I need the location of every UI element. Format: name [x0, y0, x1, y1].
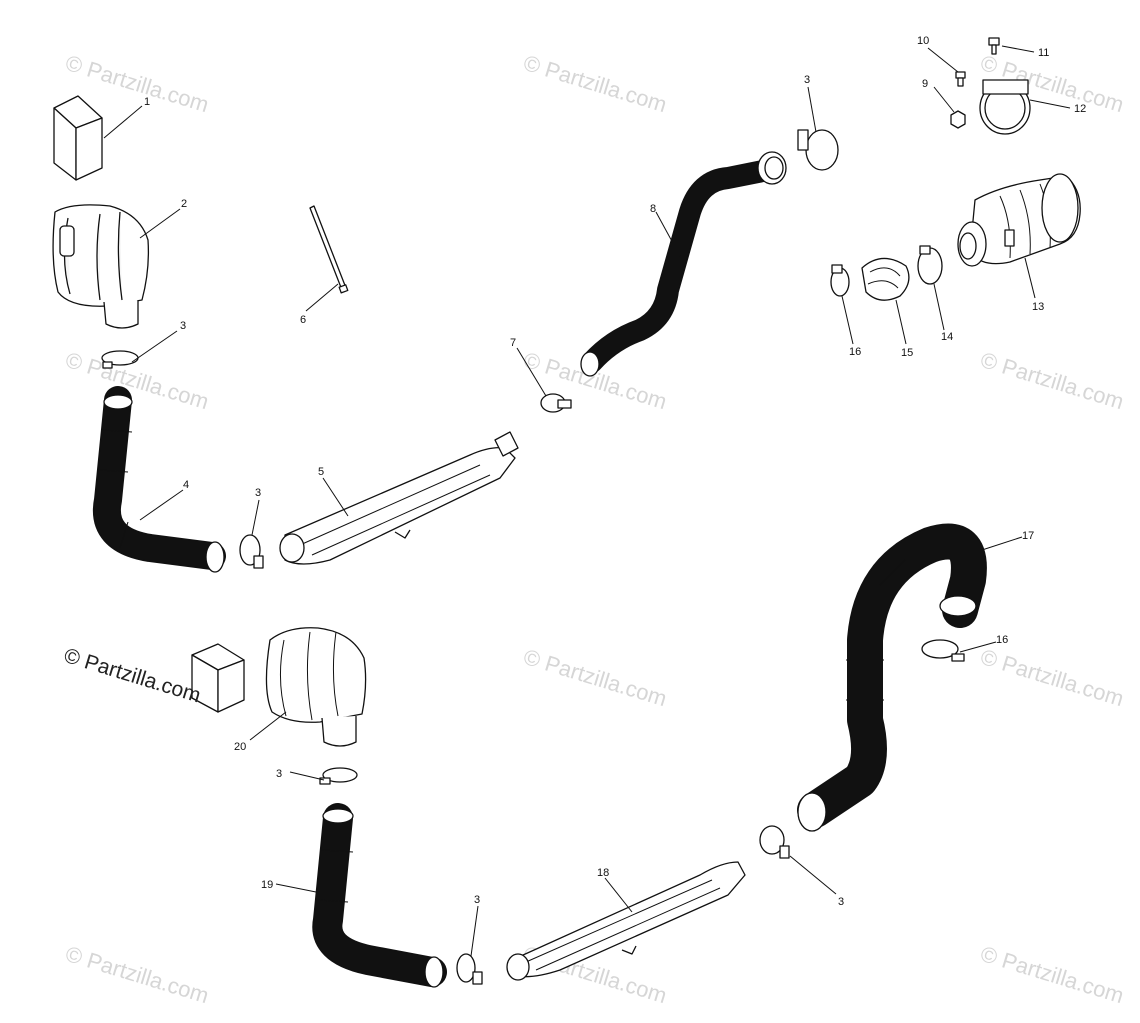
callout-1: 1 — [144, 96, 150, 108]
callout-3: 3 — [255, 487, 261, 499]
callout-15: 15 — [901, 347, 913, 359]
leader-lines — [103, 45, 1071, 957]
callout-3: 3 — [474, 894, 480, 906]
callout-16: 16 — [996, 634, 1008, 646]
callout-20: 20 — [234, 741, 246, 753]
callout-8: 8 — [650, 203, 656, 215]
part-11-bolt — [988, 37, 1000, 55]
callout-11: 11 — [1038, 47, 1049, 59]
callout-2: 2 — [181, 198, 187, 210]
part-6-tie-strap — [309, 205, 349, 294]
part-3-hose-clamp — [797, 129, 839, 171]
callout-16: 16 — [849, 346, 861, 358]
part-3-hose-clamp — [239, 534, 264, 569]
callout-3: 3 — [276, 768, 282, 780]
part-3-hose-clamp — [101, 350, 139, 369]
callout-17: 17 — [1022, 530, 1034, 542]
callout-3: 3 — [838, 896, 844, 908]
part-8-breather-hose — [580, 151, 787, 377]
part-13-air-filter — [957, 173, 1081, 267]
part-1-foam-block — [53, 95, 103, 181]
part-7-hose-clamp — [540, 393, 572, 413]
part-19-intake-hose — [312, 803, 447, 988]
callout-3: 3 — [180, 320, 186, 332]
part-12-mounting-bracket — [979, 79, 1031, 135]
part-3-hose-clamp — [456, 953, 483, 985]
callout-labels: 1 2 3 4 3 5 6 7 3 8 10 11 9 12 13 14 15 … — [144, 35, 1086, 908]
callout-14: 14 — [941, 331, 953, 343]
callout-6: 6 — [300, 314, 306, 326]
part-18-intake-duct — [506, 861, 746, 981]
callout-10: 10 — [917, 35, 929, 47]
part-20-intake-silencer — [265, 627, 367, 747]
part-1-foam-block-lower — [191, 643, 245, 713]
part-16-clamp — [921, 639, 965, 662]
part-3-hose-clamp — [319, 767, 358, 785]
callout-19: 19 — [261, 879, 273, 891]
callout-7: 7 — [510, 337, 516, 349]
part-9-nut — [950, 110, 966, 129]
part-10-bolt — [955, 71, 966, 87]
callout-18: 18 — [597, 867, 609, 879]
part-17-intake-hose — [797, 523, 987, 832]
callout-3: 3 — [804, 74, 810, 86]
part-14-clamp — [917, 245, 943, 285]
callout-4: 4 — [183, 479, 189, 491]
part-4-intake-hose — [92, 386, 226, 573]
callout-5: 5 — [318, 466, 324, 478]
part-3-hose-clamp — [759, 825, 790, 859]
callout-12: 12 — [1074, 103, 1086, 115]
part-2-intake-silencer — [52, 204, 150, 329]
callout-9: 9 — [922, 78, 928, 90]
part-15-coupler — [861, 257, 910, 301]
part-16-clamp — [830, 264, 850, 297]
callout-13: 13 — [1032, 301, 1044, 313]
part-5-intake-duct — [279, 431, 519, 565]
